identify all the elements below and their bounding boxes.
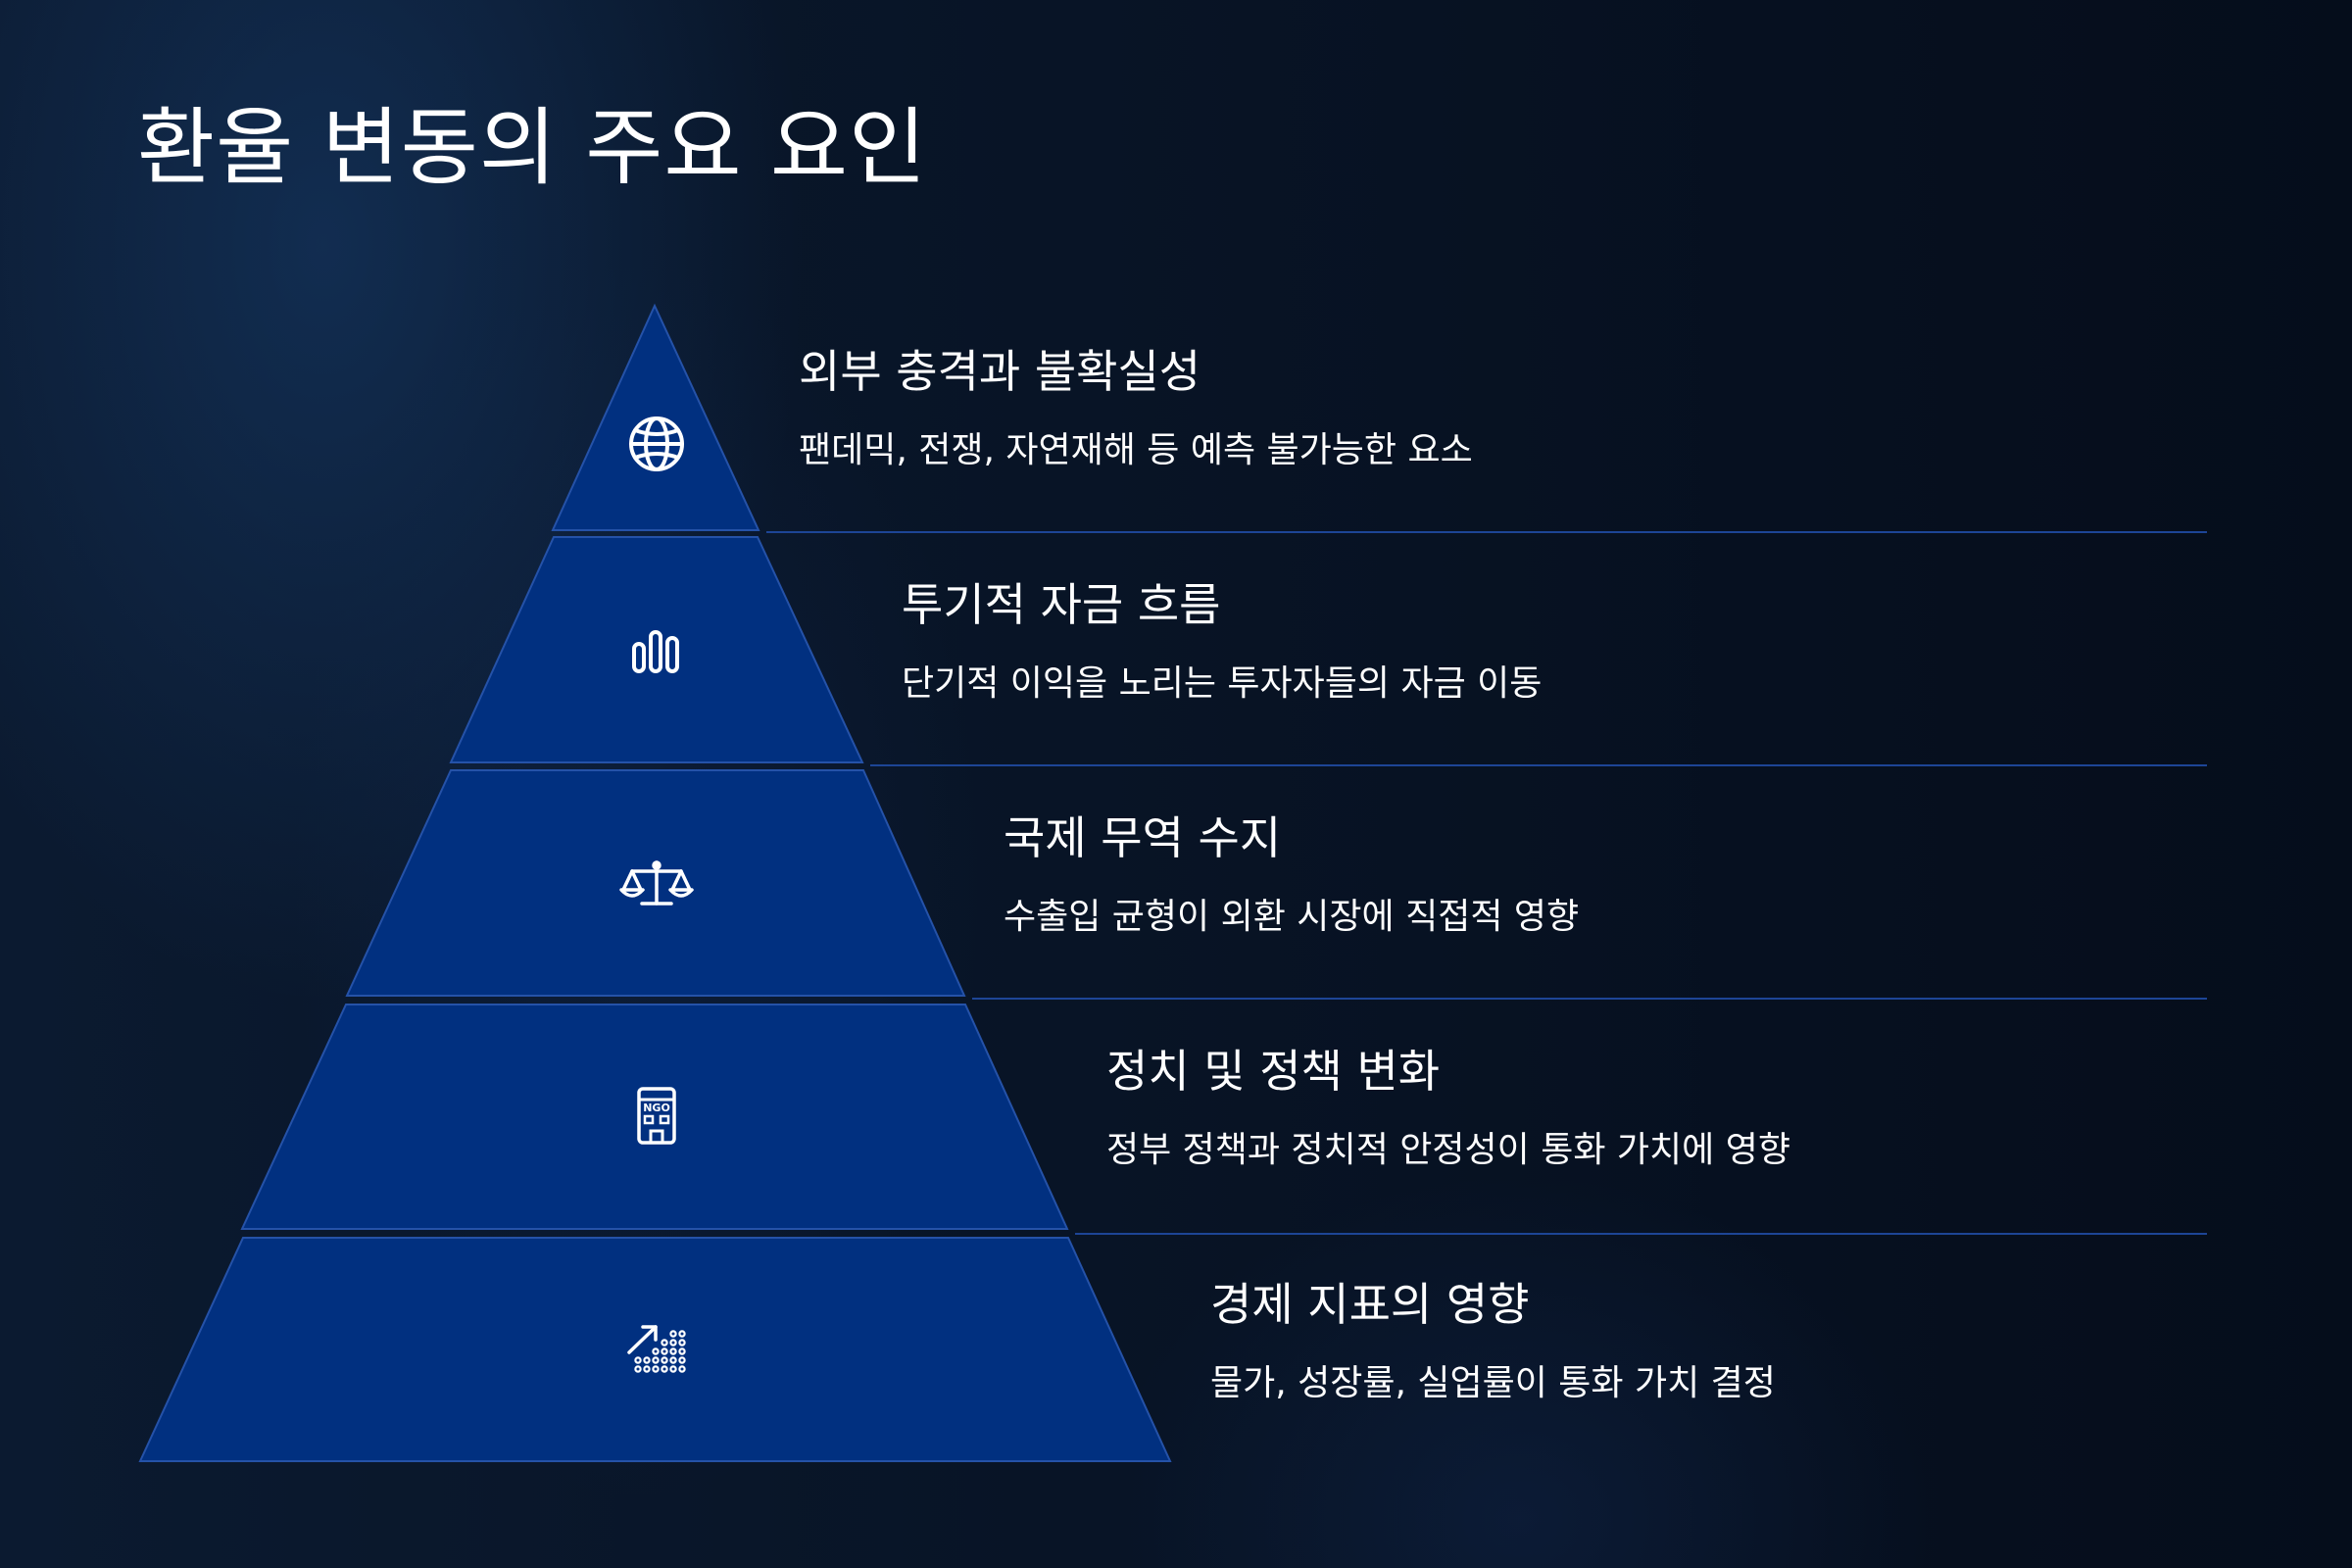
- level-1-title: 외부 충격과 불확실성: [799, 345, 1201, 398]
- level-2-title: 투기적 자금 흐름: [902, 578, 1221, 631]
- level-4-text: 정치 및 정책 변화 정부 정책과 정치적 안정성이 통화 가치에 영향: [1106, 1049, 2352, 1168]
- pyramid-segment-2: [449, 536, 864, 763]
- globe-icon: [629, 416, 684, 471]
- level-2-description: 단기적 이익을 노리는 투자자들의 자금 이동: [902, 663, 1543, 704]
- level-2-text: 투기적 자금 흐름 단기적 이익을 노리는 투자자들의 자금 이동: [902, 582, 2176, 702]
- level-1-text: 외부 충격과 불확실성 팬데믹, 전쟁, 자연재해 등 예측 불가능한 요소: [799, 349, 2073, 468]
- level-4-description: 정부 정책과 정치적 안정성이 통화 가치에 영향: [1106, 1130, 1790, 1170]
- growth-dots-icon: [627, 1325, 686, 1373]
- level-3-text: 국제 무역 수지 수출입 균형이 외환 시장에 직접적 영향: [1004, 815, 2278, 935]
- level-3-description: 수출입 균형이 외환 시장에 직접적 영향: [1004, 897, 1580, 937]
- ngo-building-icon: NGO: [637, 1087, 676, 1145]
- page-title: 환율 변동의 주요 요인: [137, 99, 928, 197]
- level-4-title: 정치 및 정책 변화: [1106, 1045, 1441, 1098]
- level-3-title: 국제 무역 수지: [1004, 811, 1282, 864]
- bar-chart-icon: [632, 630, 679, 673]
- scale-icon: [619, 860, 694, 906]
- level-5-title: 경제 지표의 영향: [1210, 1278, 1530, 1331]
- level-5-text: 경제 지표의 영향 물가, 성장률, 실업률이 통화 가치 결정: [1210, 1282, 2352, 1401]
- level-1-description: 팬데믹, 전쟁, 자연재해 등 예측 불가능한 요소: [799, 430, 1473, 470]
- level-5-description: 물가, 성장률, 실업률이 통화 가치 결정: [1210, 1363, 1776, 1403]
- pyramid-segment-4: [240, 1004, 1069, 1230]
- ngo-label: NGO: [643, 1102, 670, 1114]
